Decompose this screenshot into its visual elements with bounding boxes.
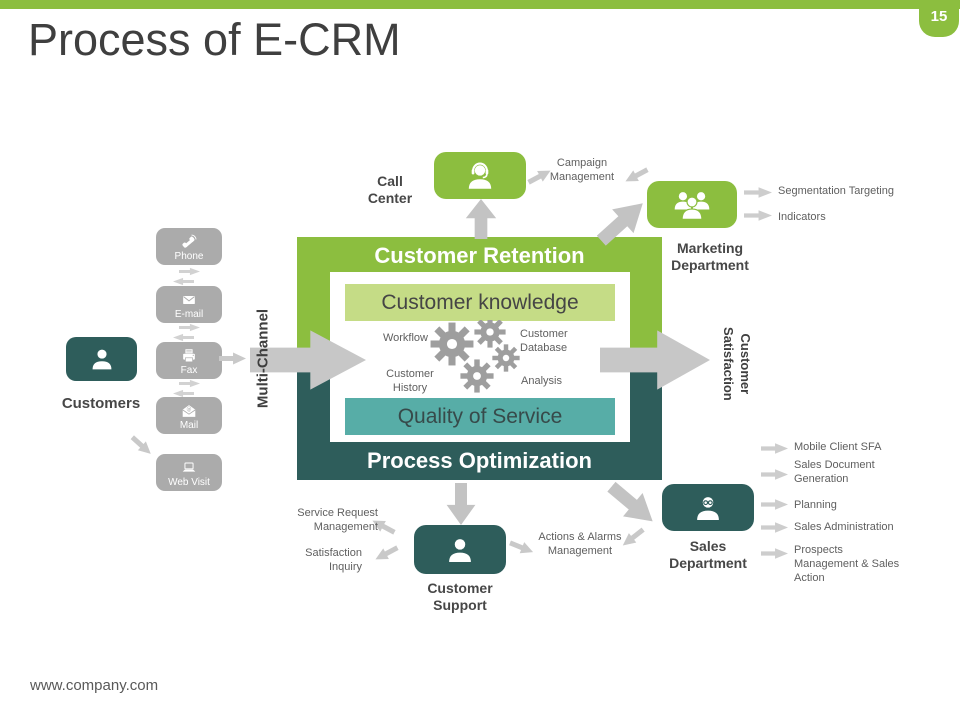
sales-output-label: Sales Administration <box>794 521 894 533</box>
slide-title: Process of E-CRM <box>28 14 401 65</box>
exchange-arrow-icon <box>173 333 194 342</box>
arrow-to-sales <box>599 472 665 536</box>
marketing-department-label: Marketing Department <box>671 240 749 273</box>
segmentation-targeting-label: Segmentation Targeting <box>778 185 894 197</box>
sales-output-label: Sales Document Generation <box>794 459 875 485</box>
channel-card-phone: Phone <box>156 228 222 265</box>
channel-card-mail: Mail <box>156 397 222 434</box>
laptop-icon <box>180 459 198 477</box>
multi-channel-label: Multi-Channel <box>254 308 272 409</box>
arrow-customers-to-web <box>127 432 156 460</box>
person-icon <box>89 346 115 372</box>
top-accent-bar <box>0 0 960 9</box>
person-icon <box>445 535 475 565</box>
headset-person-icon <box>464 160 496 192</box>
service-request-label: Service Request Management <box>297 507 378 533</box>
sales-output-label: Mobile Client SFA <box>794 441 882 453</box>
sales-department-card <box>662 484 754 531</box>
sales-department-label: Sales Department <box>669 538 747 571</box>
arrow-sales-output <box>761 468 788 481</box>
exchange-arrow-icon <box>179 267 200 276</box>
customer-retention-band: Customer Retention <box>297 237 662 275</box>
arrow-support-to-actions <box>507 536 536 559</box>
channel-label: Phone <box>174 251 204 262</box>
arrow-sales-output <box>761 547 788 560</box>
process-optimization-band: Process Optimization <box>297 441 662 480</box>
arrow-support-output <box>372 541 401 566</box>
arrow-sales-output <box>761 498 788 511</box>
actions-alarms-label: Actions & Alarms Management <box>538 531 622 557</box>
channel-label: Web Visit <box>168 477 210 488</box>
customer-retention-label: Customer Retention <box>374 243 585 268</box>
gears-icon <box>430 320 520 393</box>
customer-support-label: Customer Support <box>427 580 493 613</box>
arrow-marketing-to-campaign <box>622 163 651 188</box>
open-mail-icon <box>180 402 198 420</box>
fax-icon <box>180 347 198 365</box>
customers-label: Customers <box>61 395 141 412</box>
indicators-label: Indicators <box>778 211 826 223</box>
sales-output-label: Prospects Management & Sales Action <box>794 544 900 584</box>
marketing-card <box>647 181 737 228</box>
call-center-card <box>434 152 526 199</box>
workflow-label: Workflow <box>382 332 428 344</box>
channel-card-fax: Fax <box>156 342 222 379</box>
customer-knowledge-band: Customer knowledge <box>345 284 615 321</box>
arrow-to-support <box>443 483 479 525</box>
process-optimization-label: Process Optimization <box>367 447 592 473</box>
arrow-sales-output <box>761 521 788 534</box>
page-number-badge: 15 <box>919 0 959 37</box>
quality-of-service-band: Quality of Service <box>345 398 615 435</box>
customer-support-card <box>414 525 506 574</box>
channel-card-web-visit: Web Visit <box>156 454 222 491</box>
customer-history-label: Customer History <box>386 368 434 394</box>
channel-label: Mail <box>179 420 199 431</box>
satisfaction-inquiry-label: Satisfaction Inquiry <box>305 547 362 573</box>
exchange-arrow-icon <box>179 323 200 332</box>
analysis-label: Analysis <box>521 375 562 387</box>
call-center-label: Call Center <box>367 173 413 206</box>
arrow-marketing-output <box>744 209 772 222</box>
customer-database-label: Customer Database <box>520 328 568 354</box>
campaign-management-label: Campaign Management <box>549 157 615 183</box>
arrow-to-call-center <box>462 199 500 239</box>
customers-card <box>66 337 137 381</box>
arrow-marketing-output <box>744 186 772 199</box>
flow-arrow-out <box>600 323 710 397</box>
exchange-arrow-icon <box>179 379 200 388</box>
team-icon <box>672 188 712 221</box>
customer-satisfaction-label: Customer Satisfaction <box>721 327 753 401</box>
envelope-icon <box>180 291 198 309</box>
businessman-icon <box>693 493 723 523</box>
channel-label: E-mail <box>174 309 204 320</box>
arrow-fax-to-process <box>219 351 246 366</box>
sales-output-label: Planning <box>794 499 837 511</box>
footer-url: www.company.com <box>30 677 159 694</box>
exchange-arrow-icon <box>173 277 194 286</box>
channel-card-email: E-mail <box>156 286 222 323</box>
arrow-sales-output <box>761 442 788 455</box>
phone-icon <box>180 233 198 251</box>
channel-label: Fax <box>180 365 198 376</box>
exchange-arrow-icon <box>173 389 194 398</box>
